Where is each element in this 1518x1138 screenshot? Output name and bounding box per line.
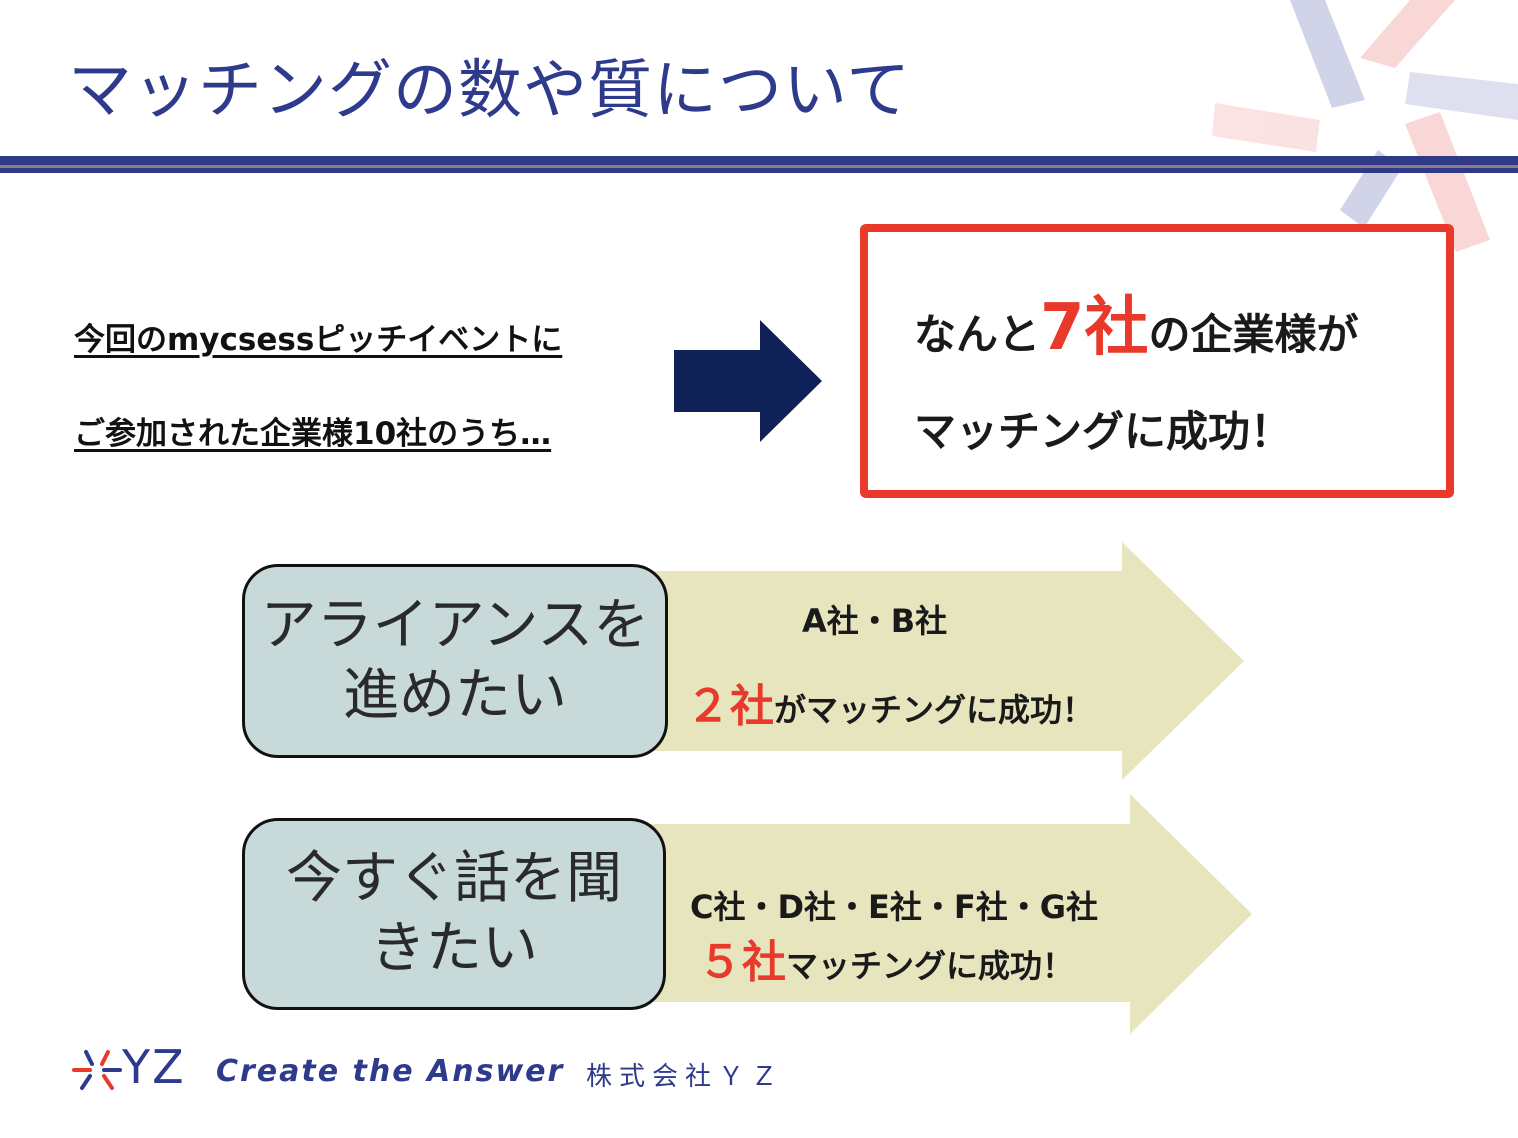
result-callout: なんと7社の企業様が マッチングに成功！ [860,224,1454,498]
right-arrow-icon [672,318,824,444]
alliance-result-text: がマッチングに成功！ [774,691,1094,729]
category-label-line-1: 今すぐ話を聞 [286,844,622,914]
talk-result: ５社マッチングに成功！ [698,926,1074,990]
title-divider [0,156,1518,165]
result-prefix: なんと [914,310,1040,359]
talk-result-text: マッチングに成功！ [786,947,1074,985]
alliance-result: ２社がマッチングに成功！ [686,670,1094,734]
intro-line-1: 今回のmycsessピッチイベントに [74,314,562,359]
footer-company-name: 株式会社ＹＺ [586,1056,784,1093]
talk-count: ５社 [698,937,786,988]
intro-line-2: ご参加された企業様10社のうち… [74,408,551,453]
category-label-line-2: 進めたい [343,661,567,731]
category-pill-talk: 今すぐ話を聞 きたい [242,818,666,1010]
category-label-line-2: きたい [370,914,538,984]
alliance-count: ２社 [686,681,774,732]
result-line-2: マッチングに成功！ [914,398,1292,459]
category-label-line-1: アライアンスを [261,591,650,661]
logo-mark-icon [72,1048,122,1092]
category-arrow-alliance [600,540,1250,782]
footer-tagline: Create the Answer [216,1054,564,1089]
logo-text: YZ [122,1040,186,1094]
result-headline: なんと7社の企業様が [914,276,1359,368]
category-pill-alliance: アライアンスを 進めたい [242,564,668,758]
title-divider-lower [0,168,1518,173]
talk-companies: C社・D社・E社・F社・G社 [690,882,1098,928]
result-suffix: の企業様が [1149,310,1359,359]
matched-count: 7社 [1040,291,1149,365]
page-title: マッチングの数や質について [68,46,911,136]
alliance-companies: A社・B社 [802,596,947,642]
